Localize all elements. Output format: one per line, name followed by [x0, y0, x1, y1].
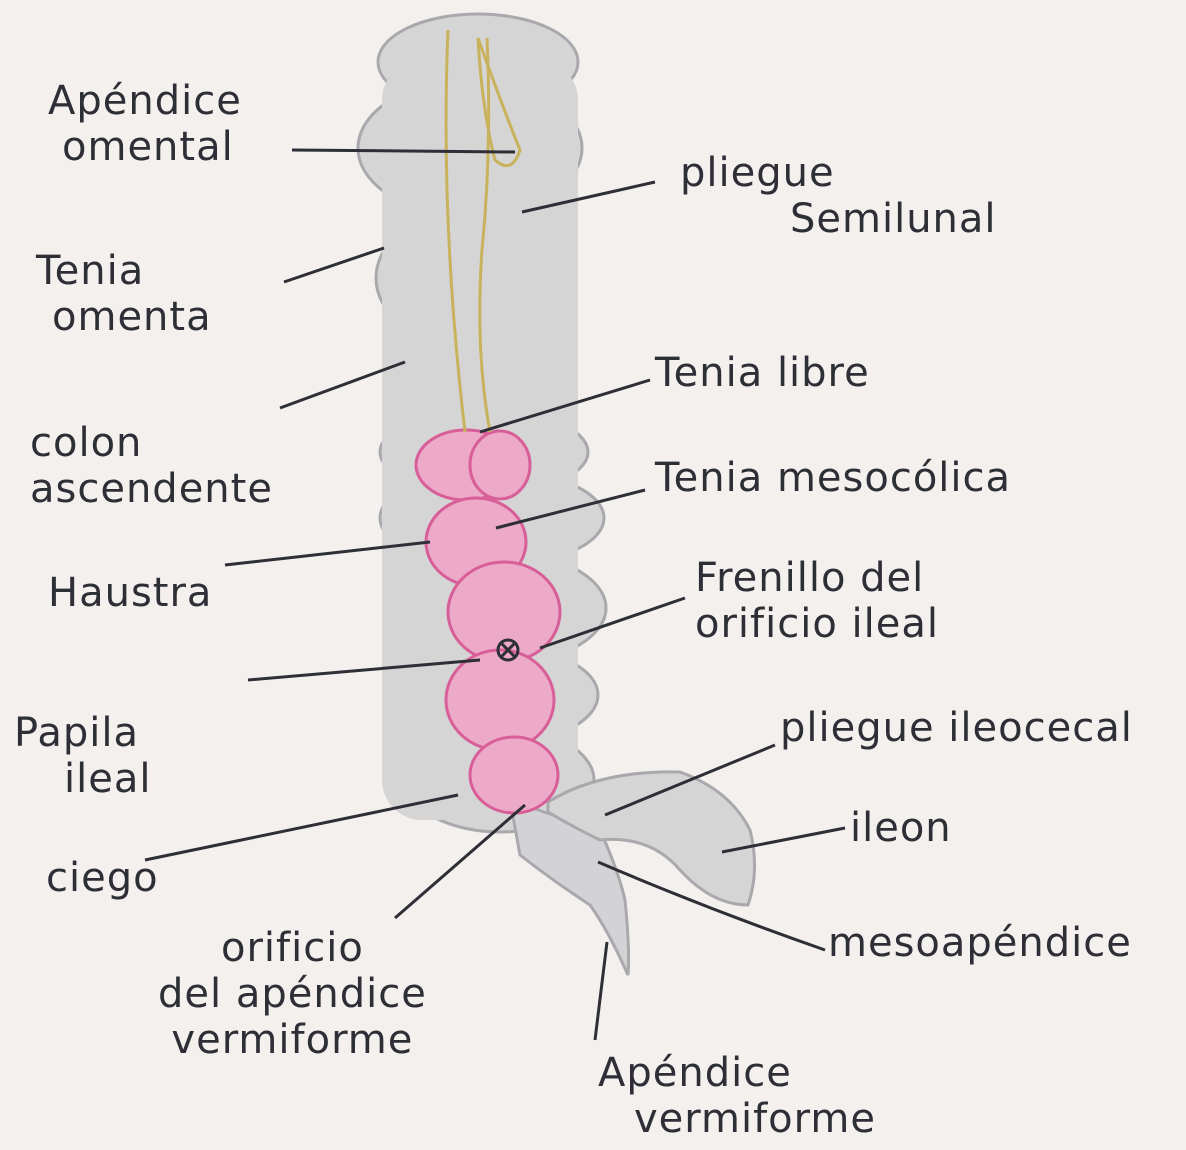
label-line: ileal — [14, 756, 151, 802]
label-line: vermiforme — [598, 1096, 876, 1142]
label-mesoapendice: mesoapéndice — [828, 920, 1132, 966]
label-line: vermiforme — [158, 1017, 427, 1063]
label-line: colon — [30, 420, 273, 466]
label-line: Tenia — [36, 248, 212, 294]
label-ileon: ileon — [850, 805, 952, 851]
label-line: Tenia libre — [655, 350, 870, 396]
label-line: Semilunal — [680, 196, 997, 242]
label-orificio-apendice: orificio del apéndice vermiforme — [158, 925, 427, 1063]
label-line: del apéndice — [158, 971, 427, 1017]
label-line: ileon — [850, 805, 952, 851]
label-line: pliegue — [680, 150, 997, 196]
label-line: omenta — [36, 294, 212, 340]
label-line: Frenillo del — [695, 555, 939, 601]
label-line: ciego — [46, 855, 159, 901]
label-line: Tenia mesocólica — [655, 455, 1011, 501]
label-line: Haustra — [48, 570, 212, 616]
label-ciego: ciego — [46, 855, 159, 901]
label-papila-ileal: Papila ileal — [14, 710, 151, 802]
label-pliegue-semilunal: pliegue Semilunal — [680, 150, 997, 242]
label-apendice-vermiforme: Apéndice vermiforme — [598, 1050, 876, 1142]
label-line: orificio ileal — [695, 601, 939, 647]
label-line: mesoapéndice — [828, 920, 1132, 966]
label-frenillo: Frenillo del orificio ileal — [695, 555, 939, 647]
label-line: orificio — [158, 925, 427, 971]
label-pliegue-ileocecal: pliegue ileocecal — [780, 705, 1133, 751]
label-line: Papila — [14, 710, 151, 756]
label-line: ascendente — [30, 466, 273, 512]
label-line: Apéndice — [48, 78, 242, 124]
label-line: omental — [48, 124, 242, 170]
label-tenia-mesocolica: Tenia mesocólica — [655, 455, 1011, 501]
label-apendice-omental: Apéndice omental — [48, 78, 242, 170]
label-colon-ascendente: colon ascendente — [30, 420, 273, 512]
label-line: pliegue ileocecal — [780, 705, 1133, 751]
label-tenia-libre: Tenia libre — [655, 350, 870, 396]
label-haustra: Haustra — [48, 570, 212, 616]
label-line: Apéndice — [598, 1050, 876, 1096]
label-tenia-omenta: Tenia omenta — [36, 248, 212, 340]
